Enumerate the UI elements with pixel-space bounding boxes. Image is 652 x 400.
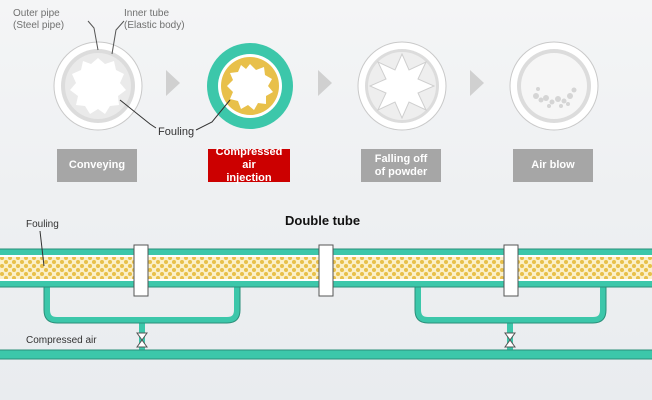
arrow-right-icon	[318, 70, 332, 96]
double-tube-title: Double tube	[285, 213, 361, 228]
stage-falling-off-diagram	[356, 40, 448, 132]
arrow-right-icon	[470, 70, 484, 96]
step-compressed-air-label: Compressed air injection	[208, 146, 290, 184]
fouling-callout-label: Fouling	[158, 126, 195, 138]
inner-tube-label: Inner tube (Elastic body)	[124, 8, 185, 31]
step-air-blow-label: Air blow	[513, 149, 593, 182]
arrow-right-icon	[166, 70, 180, 96]
fouling-bottom-label: Fouling	[26, 219, 59, 230]
compressed-air-label: Compressed air	[26, 335, 97, 346]
outer-pipe-label: Outer pipe (Steel pipe)	[13, 8, 65, 31]
step-falling-off-label: Falling off of powder	[361, 149, 441, 182]
step-conveying-label: Conveying	[57, 149, 137, 182]
stage-air-blow-diagram	[508, 40, 600, 132]
stage-compressed-air-diagram	[204, 40, 296, 132]
stage-conveying-diagram	[52, 40, 144, 132]
